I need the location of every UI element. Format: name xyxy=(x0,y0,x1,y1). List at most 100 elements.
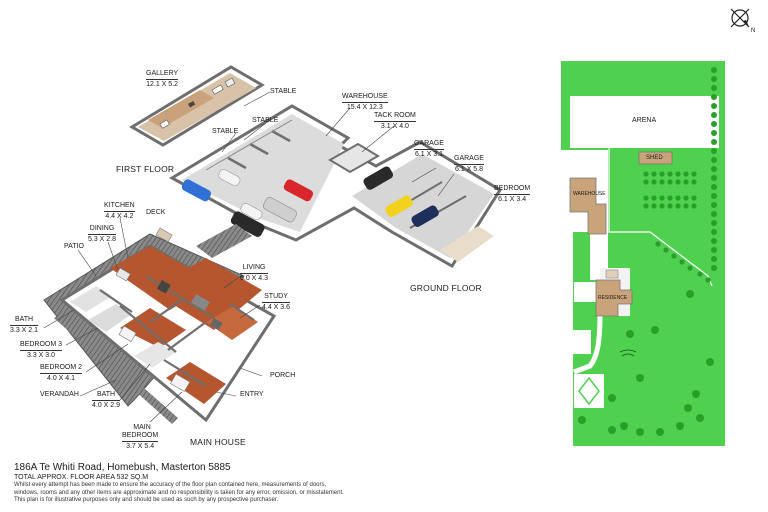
tree-icon xyxy=(711,157,717,163)
tree-icon xyxy=(692,390,700,398)
tree-icon xyxy=(711,184,717,190)
tree-icon xyxy=(711,256,717,262)
site-residence xyxy=(595,279,633,317)
tree-icon xyxy=(659,203,665,209)
main-house-plan xyxy=(43,91,455,424)
tree-icon xyxy=(675,203,681,209)
label-bedroom-2: BEDROOM 24.0 x 4.1 xyxy=(40,364,83,382)
disclaimer-line-1: Whilst every attempt has been made to en… xyxy=(14,482,327,488)
disclaimer-line-3: This plan is for illustrative purposes o… xyxy=(14,497,279,503)
tree-icon xyxy=(683,195,689,201)
site-label-shed: SHED xyxy=(646,155,663,161)
tree-icon xyxy=(711,67,717,73)
property-address: 186A Te Whiti Road, Homebush, Masterton … xyxy=(14,462,231,473)
car-silver xyxy=(263,197,297,223)
tree-icon xyxy=(651,179,657,185)
tree-icon xyxy=(711,220,717,226)
label-entry: ENTRY xyxy=(240,391,264,398)
tree-icon xyxy=(636,428,644,436)
site-label-arena: ARENA xyxy=(632,117,657,124)
tree-icon xyxy=(643,171,649,177)
tree-icon xyxy=(655,241,661,247)
tree-icon xyxy=(683,171,689,177)
tree-icon xyxy=(651,171,657,177)
tree-icon xyxy=(608,426,616,434)
label-porch: PORCH xyxy=(270,372,296,379)
tree-icon xyxy=(697,271,703,277)
car-dark-garage xyxy=(363,166,394,190)
car-blue xyxy=(181,179,212,202)
car-navy xyxy=(411,205,439,227)
tree-icon xyxy=(711,103,717,109)
tree-icon xyxy=(659,179,665,185)
site-plan xyxy=(561,61,725,446)
tree-icon xyxy=(675,171,681,177)
car-red xyxy=(283,179,314,202)
tree-icon xyxy=(691,195,697,201)
total-floor-area: TOTAL APPROX. FLOOR AREA 532 SQ.M xyxy=(14,474,149,481)
tree-icon xyxy=(675,179,681,185)
tree-icon xyxy=(686,290,694,298)
label-verandah: VERANDAH xyxy=(40,391,79,398)
tree-icon xyxy=(711,175,717,181)
tree-icon xyxy=(651,195,657,201)
car-white-2 xyxy=(240,203,263,221)
tree-icon xyxy=(659,171,665,177)
label-patio: PATIO xyxy=(64,243,84,250)
label-stable-2: STABLE xyxy=(252,117,279,124)
tree-icon xyxy=(683,179,689,185)
tree-icon xyxy=(636,374,644,382)
car-yellow xyxy=(385,195,413,217)
tree-icon xyxy=(620,422,628,430)
tree-icon xyxy=(711,130,717,136)
car-white xyxy=(218,169,241,187)
north-arrow-icon xyxy=(730,8,750,28)
tree-icon xyxy=(667,179,673,185)
tree-icon xyxy=(711,166,717,172)
tree-icon xyxy=(684,404,692,412)
tree-icon xyxy=(711,148,717,154)
tree-icon xyxy=(711,229,717,235)
tree-icon xyxy=(675,195,681,201)
tree-icon xyxy=(643,203,649,209)
tree-icon xyxy=(687,265,693,271)
tree-icon xyxy=(667,203,673,209)
tree-icon xyxy=(608,394,616,402)
tree-icon xyxy=(643,179,649,185)
first-floor-gallery-plan xyxy=(129,65,265,147)
main-house-title: MAIN HOUSE xyxy=(190,437,246,447)
tree-icon xyxy=(676,422,684,430)
footer: 186A Te Whiti Road, Homebush, Masterton … xyxy=(14,462,754,505)
site-label-residence: RESIDENCE xyxy=(598,295,628,301)
tree-icon xyxy=(696,414,704,422)
ground-floor-plan xyxy=(168,104,503,269)
tree-icon xyxy=(683,203,689,209)
tree-icon xyxy=(711,76,717,82)
tree-icon xyxy=(667,195,673,201)
disclaimer-line-2: windows, rooms and any other items are a… xyxy=(14,489,344,496)
tree-icon xyxy=(711,139,717,145)
tree-icon xyxy=(705,277,711,283)
tree-icon xyxy=(711,112,717,118)
tree-icon xyxy=(578,416,586,424)
tree-icon xyxy=(711,211,717,217)
car-black xyxy=(230,211,265,237)
tree-icon xyxy=(679,259,685,265)
tree-icon xyxy=(711,238,717,244)
site-trees xyxy=(578,67,717,436)
tree-icon xyxy=(691,171,697,177)
tree-icon xyxy=(626,330,634,338)
tree-icon xyxy=(659,195,665,201)
tree-icon xyxy=(663,247,669,253)
site-label-warehouse: WAREHOUSE xyxy=(573,191,606,197)
first-floor-title: FIRST FLOOR xyxy=(116,164,175,174)
